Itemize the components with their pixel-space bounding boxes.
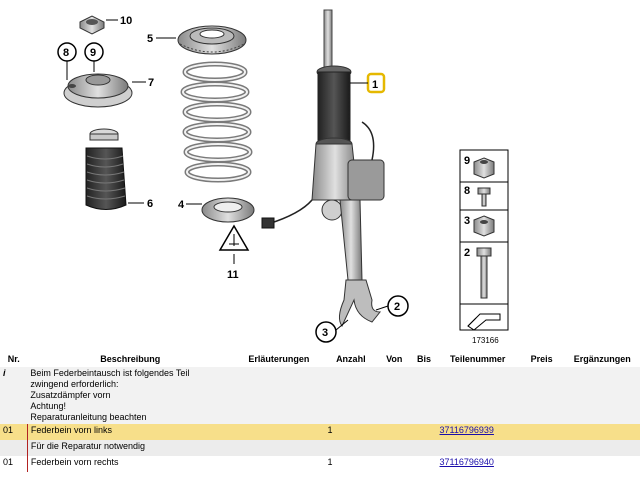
empty-cell: [233, 456, 325, 472]
empty-cell: [377, 367, 412, 424]
empty-cell: [233, 424, 325, 440]
empty-cell: [518, 456, 565, 472]
empty-cell: [564, 456, 640, 472]
empty-cell: [377, 424, 412, 440]
empty-cell: [411, 424, 437, 440]
row-part-number[interactable]: 37116796940: [436, 456, 519, 472]
header-nr: Nr.: [0, 351, 28, 367]
info-line: Beim Federbeintausch ist folgendes Teil: [30, 368, 190, 378]
row-nr: 01: [0, 456, 28, 472]
legend-label-2: 2: [464, 247, 470, 259]
row-nr: 01: [0, 424, 28, 440]
row-description: Federbein vorn links: [26, 424, 234, 440]
hardware-legend: [459, 149, 509, 331]
row-anzahl: 1: [324, 424, 378, 440]
legend-label-9: 9: [464, 155, 470, 167]
coil-spring: [180, 61, 253, 183]
callout-label-5: 5: [147, 33, 153, 45]
empty-cell: [324, 367, 378, 424]
part-7-mount: [63, 73, 146, 108]
parts-diagram: 10 8 9 5 7 1 6 4 11 2 3 9 8 3 2 173166: [57, 9, 509, 345]
empty-cell: [233, 367, 325, 424]
part-1-strut: [311, 9, 385, 327]
callout-label-4: 4: [178, 199, 185, 211]
empty-cell: [436, 367, 519, 424]
header-bis: Bis: [411, 351, 437, 367]
row-part-number[interactable]: 37116796939: [436, 424, 519, 440]
header-ergaenzungen: Ergänzungen: [564, 351, 640, 367]
callout-label-11: 11: [227, 269, 239, 281]
table-row-info: i Beim Federbeintausch ist folgendes Tei…: [0, 367, 640, 424]
callout-label-7: 7: [148, 77, 154, 89]
empty-cell: [518, 424, 565, 440]
row-note-text: Für die Reparatur notwendig: [26, 440, 640, 456]
part-6-boot: [85, 128, 144, 210]
info-line: zwingend erforderlich:: [30, 379, 119, 389]
callout-label-8: 8: [63, 47, 69, 59]
empty-cell: [564, 424, 640, 440]
legend-label-8: 8: [464, 185, 470, 197]
table-row[interactable]: 01 Federbein vorn rechts 1 37116796940: [0, 456, 640, 472]
part-4-lower-seat: [186, 197, 255, 223]
empty-cell: [564, 367, 640, 424]
row-description: Federbein vorn rechts: [26, 456, 234, 472]
header-von: Von: [377, 351, 412, 367]
image-number: 173166: [472, 336, 499, 345]
table-row[interactable]: 01 Federbein vorn links 1 37116796939: [0, 424, 640, 440]
header-beschreibung: Beschreibung: [27, 351, 234, 367]
info-icon: i: [0, 367, 28, 424]
empty-cell: [411, 367, 437, 424]
table-header-row: Nr. Beschreibung Erläuterungen Anzahl Vo…: [0, 351, 640, 367]
info-line: Zusatzdämpfer vorn: [30, 390, 111, 400]
part-number-link[interactable]: 37116796940: [439, 457, 494, 467]
part-5-upper-seat: [156, 25, 247, 55]
header-teilenummer: Teilenummer: [436, 351, 519, 367]
row-anzahl: 1: [324, 456, 378, 472]
part-11-warning-icon: [218, 224, 250, 264]
table-row-note: Für die Reparatur notwendig: [0, 440, 640, 456]
empty-cell: [411, 456, 437, 472]
empty-cell: [377, 456, 412, 472]
callout-2[interactable]: [375, 295, 409, 317]
legend-label-3: 3: [464, 215, 470, 227]
callout-label-10: 10: [120, 15, 132, 27]
empty-cell: [0, 440, 28, 456]
header-erlaeuterungen: Erläuterungen: [233, 351, 325, 367]
callout-label-6: 6: [147, 198, 153, 210]
parts-table: Nr. Beschreibung Erläuterungen Anzahl Vo…: [0, 351, 640, 472]
callout-3[interactable]: [315, 319, 349, 343]
callout-label-9: 9: [90, 47, 96, 59]
part-number-link[interactable]: 37116796939: [439, 425, 494, 435]
info-line: Reparaturanleitung beachten: [30, 412, 147, 422]
callout-label-2: 2: [394, 301, 400, 313]
callout-1[interactable]: [350, 72, 386, 94]
info-line: Achtung!: [30, 401, 66, 411]
part-10-nut: [79, 15, 118, 35]
header-preis: Preis: [518, 351, 565, 367]
info-description: Beim Federbeintausch ist folgendes Teil …: [27, 367, 234, 424]
header-anzahl: Anzahl: [324, 351, 378, 367]
callout-label-1: 1: [372, 79, 378, 91]
empty-cell: [518, 367, 565, 424]
callout-label-3: 3: [322, 327, 328, 339]
